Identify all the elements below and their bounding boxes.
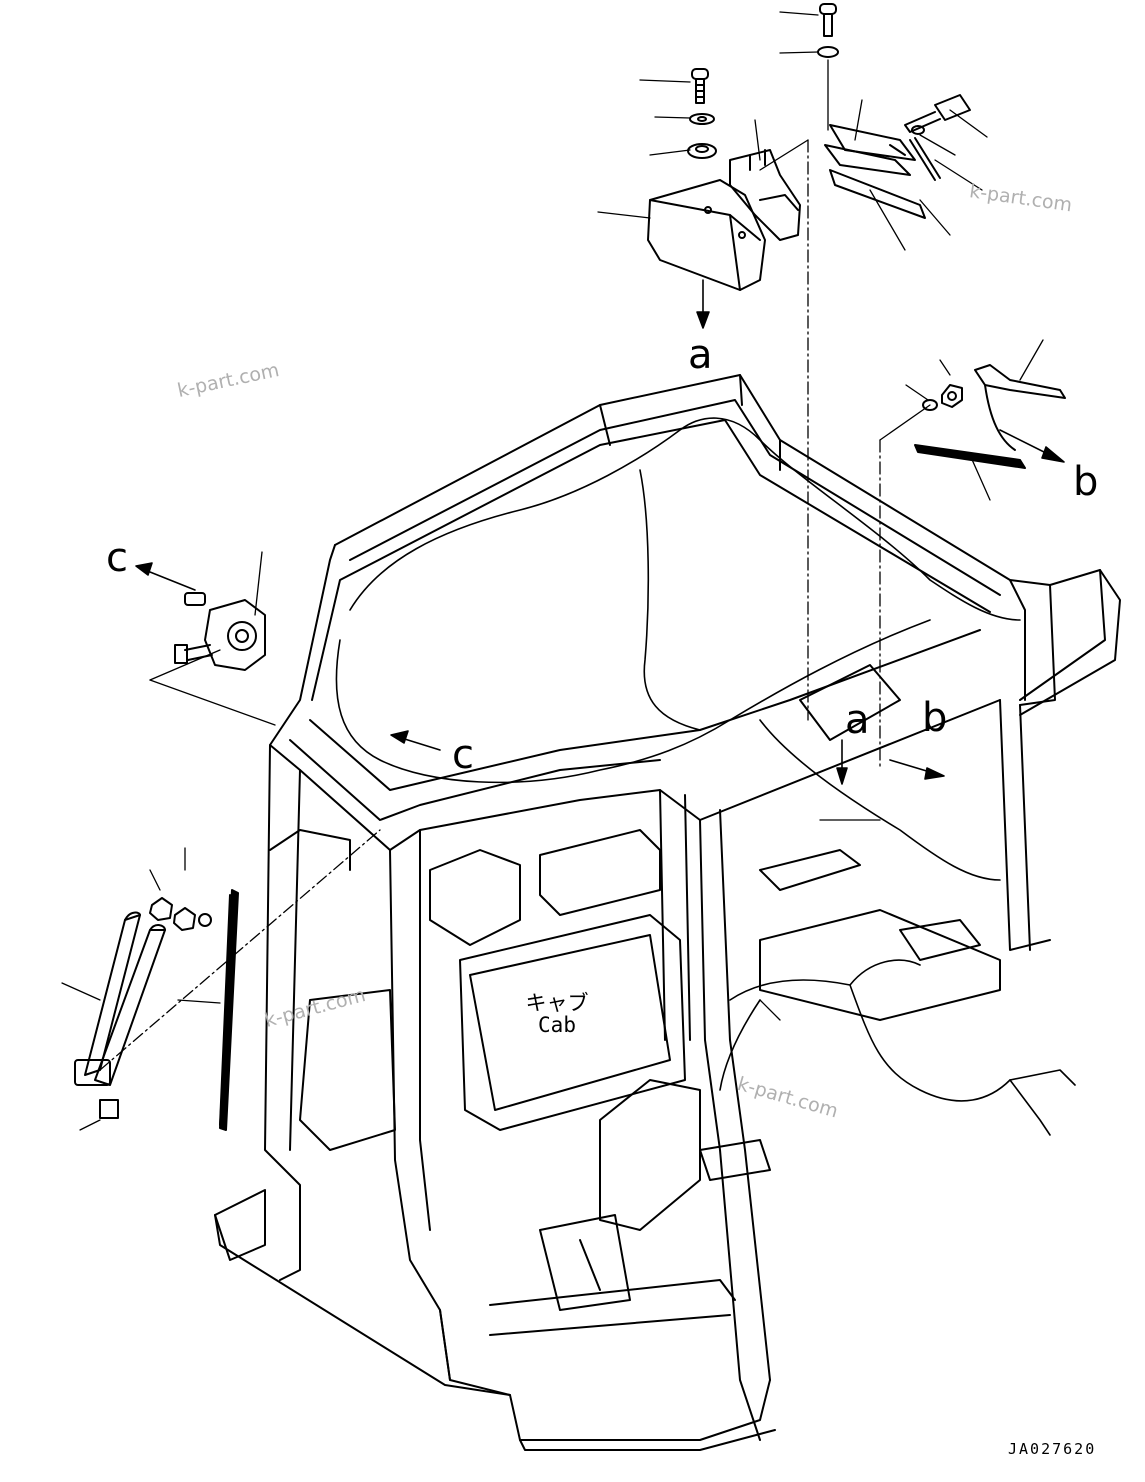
callout-a-top: a bbox=[688, 332, 713, 378]
lamp-assembly-part bbox=[729, 149, 801, 241]
rear-wiper-arm-part bbox=[974, 364, 1066, 451]
nut-part bbox=[922, 384, 963, 411]
callout-a-mid: a bbox=[845, 697, 870, 743]
cab-label-en: Cab bbox=[538, 1013, 576, 1038]
rear-wiper-blade-part bbox=[914, 444, 1026, 469]
front-wiper-arm-part bbox=[74, 911, 166, 1119]
bolt-part bbox=[691, 68, 709, 104]
top-bolt-part bbox=[817, 3, 839, 58]
cab-roof-frame bbox=[269, 374, 1121, 851]
cab-label: キャブ Cab bbox=[522, 992, 592, 1036]
leader-lines bbox=[61, 11, 1044, 1131]
drawing-code: JA027620 bbox=[1008, 1440, 1097, 1458]
grommet-part bbox=[687, 143, 717, 159]
cab-pillars bbox=[264, 699, 1051, 1441]
washer-part bbox=[689, 113, 715, 125]
front-nut-washer-part bbox=[149, 897, 212, 931]
wiring-harness bbox=[335, 417, 1076, 1136]
cab-floor-base bbox=[214, 1189, 776, 1451]
callout-b-top: b bbox=[1073, 459, 1099, 505]
callout-c-left: c bbox=[106, 535, 128, 581]
front-wiper-motor-part bbox=[174, 592, 266, 671]
wiper-motor-bracket-part bbox=[824, 124, 926, 219]
hex-bolt-part bbox=[904, 94, 971, 181]
callout-b-mid: b bbox=[922, 695, 948, 741]
front-wiper-blade-part bbox=[219, 889, 239, 1131]
cab-interior bbox=[269, 664, 1001, 1231]
cab-label-jp: キャブ bbox=[525, 991, 589, 1015]
callout-arrows bbox=[135, 279, 1065, 785]
callout-c-mid: c bbox=[452, 732, 474, 778]
lamp-cover-part bbox=[647, 179, 766, 291]
